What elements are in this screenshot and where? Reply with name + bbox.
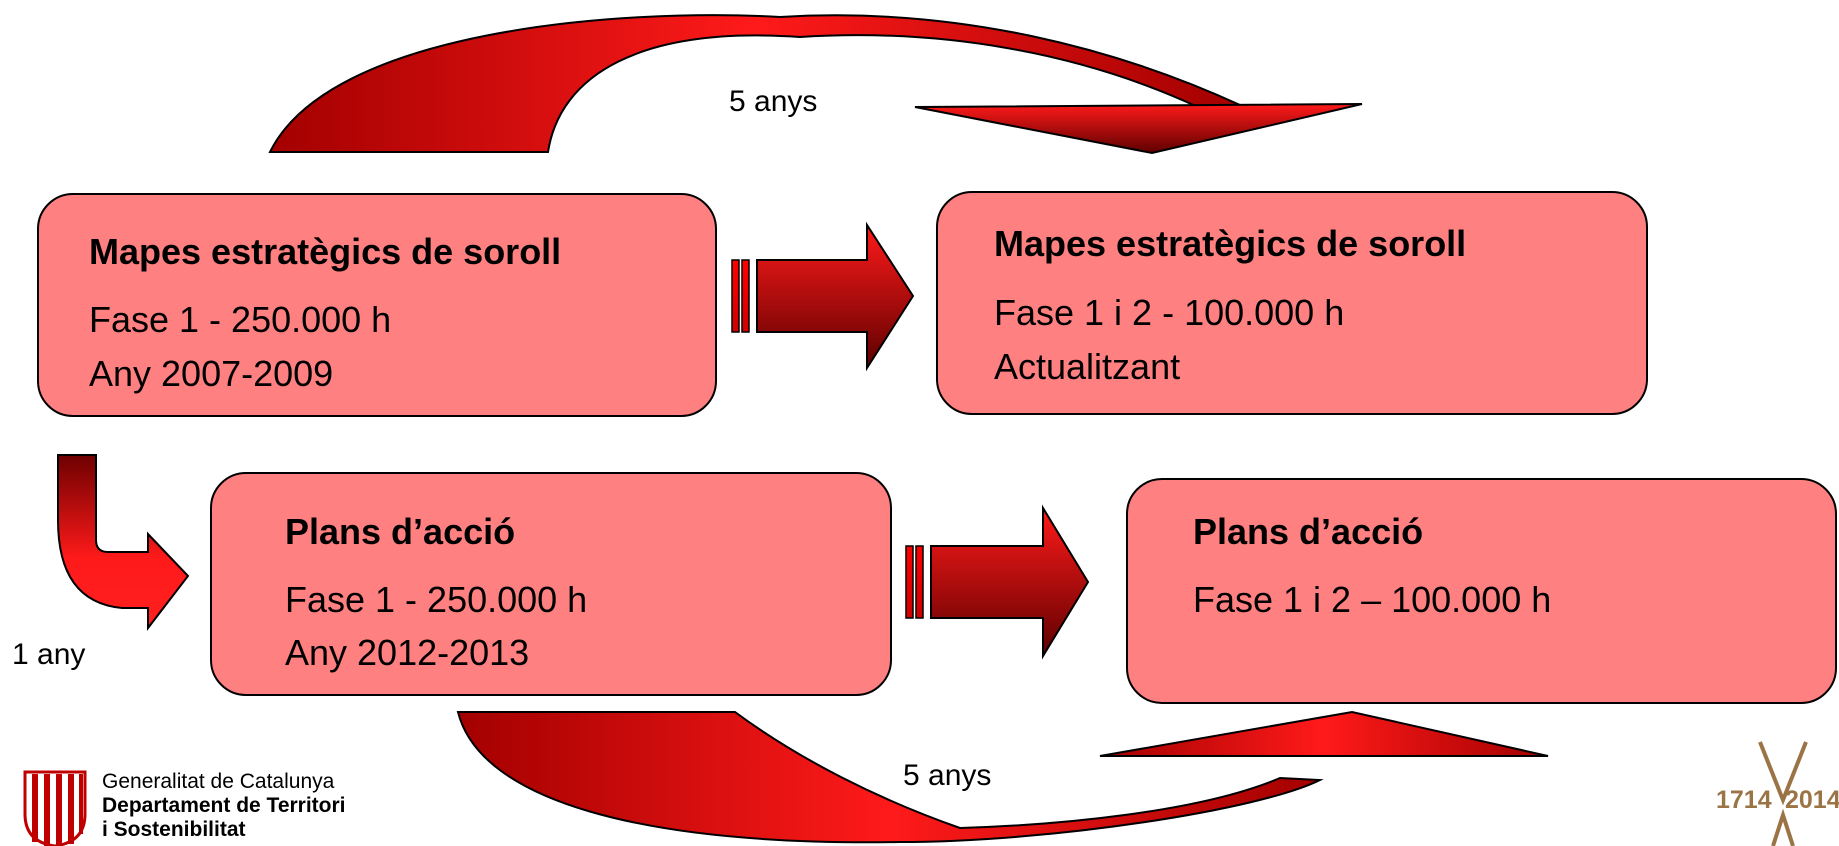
box-title: Plans d’acció bbox=[1193, 511, 1424, 552]
year-start: 1714 bbox=[1716, 786, 1772, 814]
org-line-2: Departament de Territori bbox=[102, 794, 346, 817]
box-strategic-maps-phase1: Mapes estratègics de soroll Fase 1 - 250… bbox=[37, 193, 717, 417]
org-line-3: i Sostenibilitat bbox=[102, 818, 246, 841]
box-action-plans-phase12: Plans d’acció Fase 1 i 2 – 100.000 h bbox=[1126, 478, 1837, 704]
organization-name: Generalitat de Catalunya Departament de … bbox=[102, 770, 346, 842]
box-line: Fase 1 - 250.000 h bbox=[89, 299, 392, 340]
org-line-1: Generalitat de Catalunya bbox=[102, 770, 335, 793]
bent-arrow bbox=[57, 454, 190, 631]
top-curved-arrow bbox=[268, 14, 1363, 155]
block-arrow-bottom bbox=[905, 504, 1090, 660]
box-title: Mapes estratègics de soroll bbox=[994, 223, 1467, 264]
box-line: Fase 1 i 2 – 100.000 h bbox=[1193, 579, 1552, 620]
box-title: Mapes estratègics de soroll bbox=[89, 231, 562, 272]
box-line: Actualitzant bbox=[994, 346, 1181, 387]
box-action-plans-phase1: Plans d’acció Fase 1 - 250.000 h Any 201… bbox=[210, 472, 892, 696]
box-line: Fase 1 - 250.000 h bbox=[285, 579, 588, 620]
box-line: Any 2012-2013 bbox=[285, 632, 530, 673]
top-arc-label: 5 anys bbox=[729, 85, 818, 118]
box-line: Fase 1 i 2 - 100.000 h bbox=[994, 292, 1345, 333]
box-strategic-maps-phase12: Mapes estratègics de soroll Fase 1 i 2 -… bbox=[936, 191, 1648, 415]
side-arc-label: 1 any bbox=[12, 638, 86, 671]
block-arrow-top bbox=[731, 221, 915, 372]
bottom-curved-arrow bbox=[456, 710, 1549, 844]
year-end: 2014 bbox=[1785, 786, 1839, 814]
box-line: Any 2007-2009 bbox=[89, 353, 334, 394]
bottom-arc-label: 5 anys bbox=[903, 759, 992, 792]
box-title: Plans d’acció bbox=[285, 511, 516, 552]
